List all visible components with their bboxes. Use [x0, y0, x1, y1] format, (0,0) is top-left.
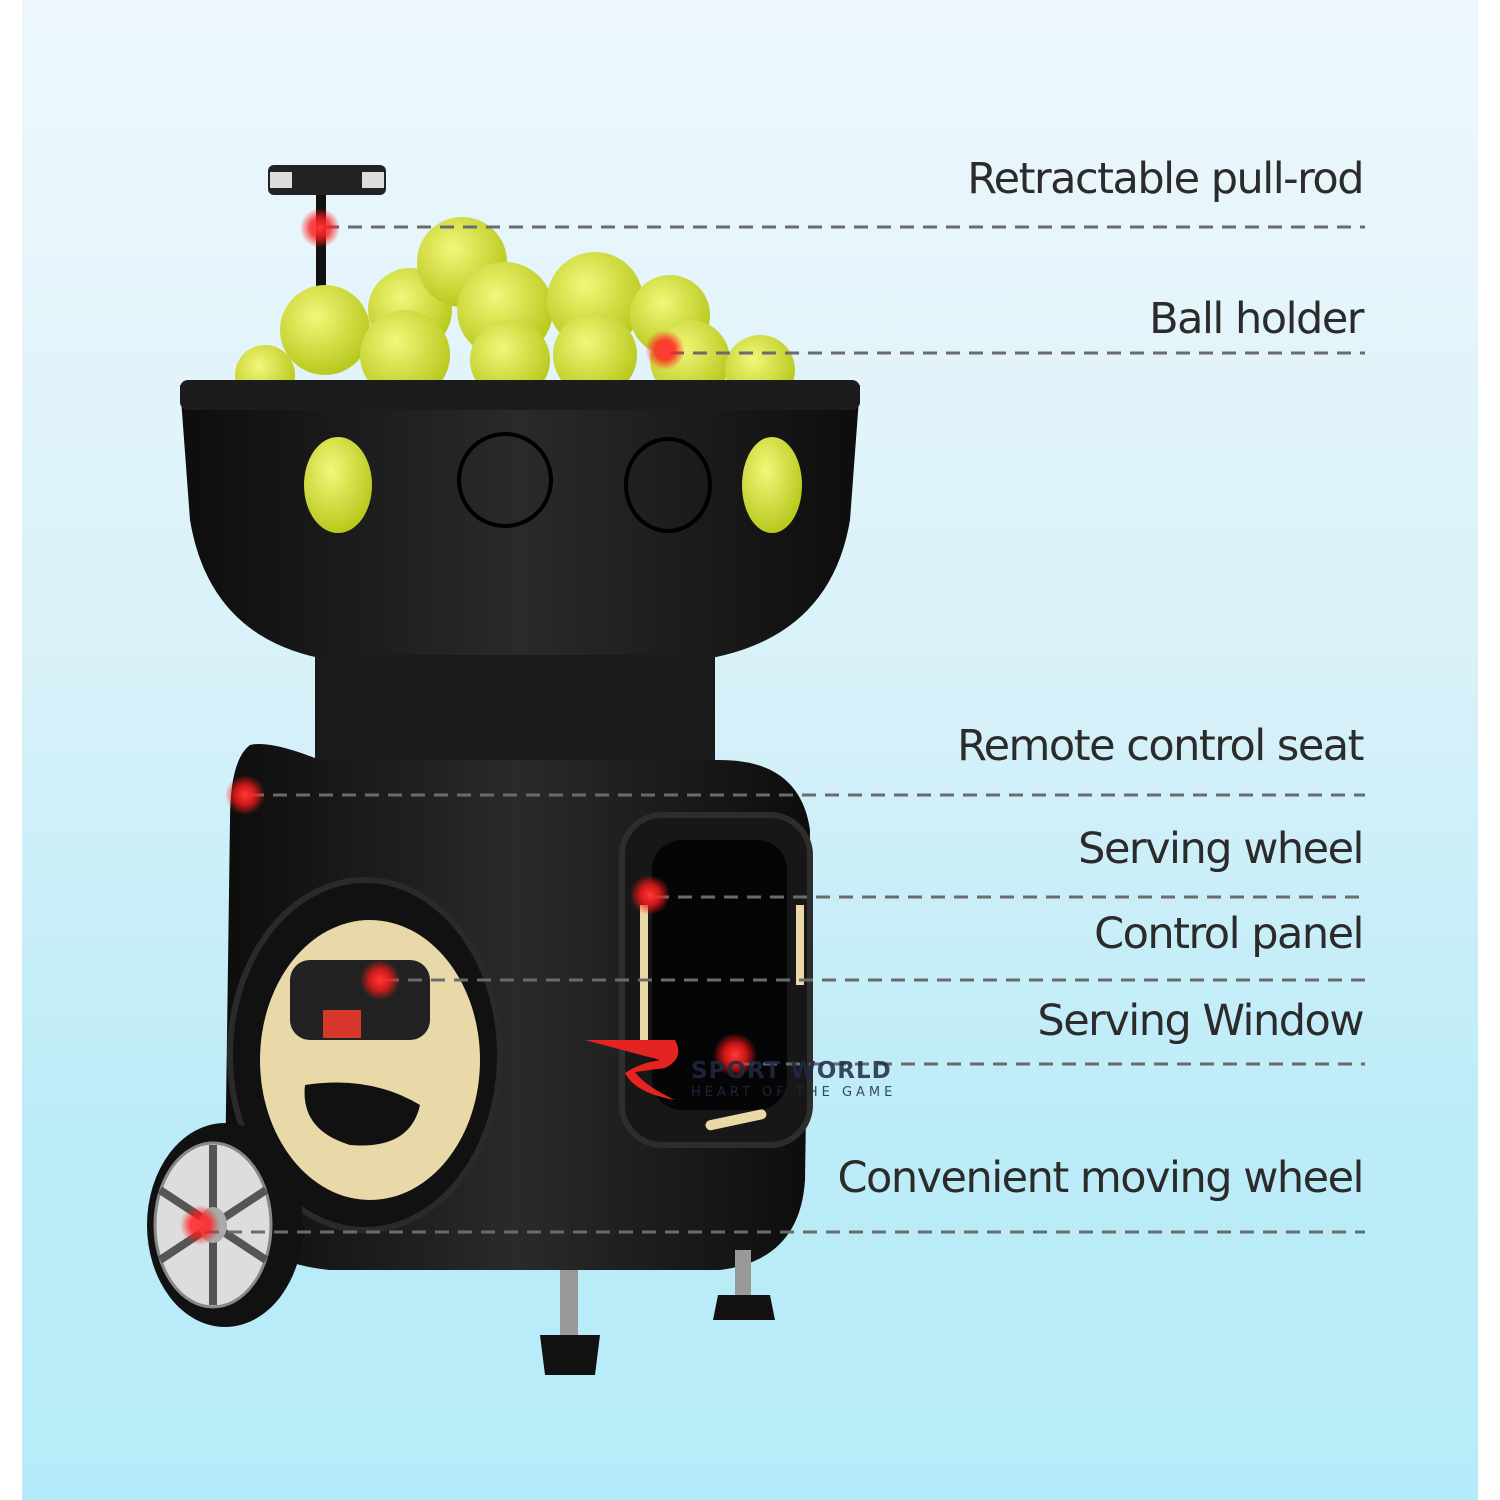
label-retractable-pull-rod: Retractable pull-rod	[967, 154, 1364, 204]
marker-dots	[180, 208, 757, 1245]
label-ball-holder: Ball holder	[1149, 294, 1364, 344]
label-serving-window: Serving Window	[1037, 996, 1364, 1046]
label-serving-wheel: Serving wheel	[1078, 824, 1364, 874]
watermark-tagline: HEART OF THE GAME	[691, 1085, 897, 1100]
watermark-brand: SPORT WORLD	[691, 1058, 892, 1084]
sport-world-logo-mark	[585, 1040, 679, 1100]
label-convenient-moving-wheel: Convenient moving wheel	[837, 1153, 1364, 1203]
label-control-panel: Control panel	[1094, 909, 1364, 959]
sport-world-watermark: SPORT WORLD HEART OF THE GAME	[585, 1038, 925, 1108]
label-remote-control-seat: Remote control seat	[957, 721, 1364, 771]
leader-lines	[205, 225, 1365, 1234]
